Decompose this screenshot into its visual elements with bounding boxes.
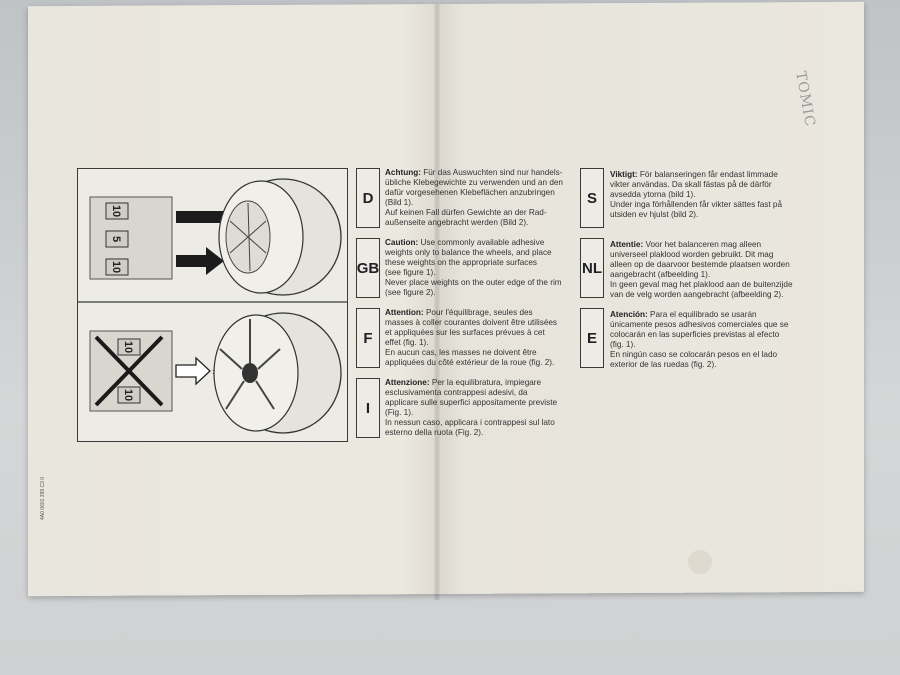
part-number: 4A0 0601 399 C3 0	[40, 476, 46, 520]
weight-label-4: 10	[122, 341, 134, 353]
weight-block-3	[105, 258, 129, 276]
weight-label-5: 10	[122, 389, 134, 401]
wheel-2-spoke	[219, 348, 243, 370]
paper-stain	[688, 550, 712, 574]
section-title: Attenzione:	[385, 378, 430, 387]
wheel-1-spoke	[229, 220, 267, 254]
lang-box-d: D	[356, 168, 380, 228]
text-es: Atención: Para el equilibrado se usarán …	[610, 310, 789, 369]
weight-block-5	[117, 386, 141, 404]
weight-block-2	[105, 230, 129, 248]
weight-block-4	[117, 338, 141, 356]
lang-box-e: E	[580, 308, 604, 368]
wheel-2-center-cap	[242, 363, 258, 383]
wheel-1-spoke	[247, 202, 251, 272]
section-title: Attention:	[385, 308, 424, 317]
section-title: Attentie:	[610, 240, 644, 249]
arrow-to-inner-rim-1	[176, 203, 256, 231]
section-title: Achtung:	[385, 168, 421, 177]
text-se: Viktigt: För balanseringen får endast li…	[610, 170, 783, 219]
arrow-to-inner-rim-2	[176, 247, 224, 275]
section-title: Atención:	[610, 310, 648, 319]
text-de: Achtung: Für das Auswuchten sind nur han…	[385, 168, 563, 227]
section-title: Caution:	[385, 238, 419, 247]
text-nl: Attentie: Voor het balanceren mag alleen…	[610, 240, 793, 299]
weight-label-3: 10	[110, 261, 122, 273]
weight-strip-panel	[89, 196, 173, 280]
cross-mark-line	[94, 335, 164, 407]
lang-box-i: I	[356, 378, 380, 438]
text-fr: Attention: Pour l'équilibrage, seules de…	[385, 308, 558, 367]
section-title: Viktigt:	[610, 170, 638, 179]
weight-label-1: 10	[110, 205, 122, 217]
sheet-fold	[434, 4, 440, 600]
text-it: Attenzione: Per la equilibratura, impieg…	[385, 378, 558, 437]
wheel-2-spoke	[225, 380, 245, 410]
wheel-2-spoke	[255, 380, 275, 410]
arrow-to-outer-rim	[175, 356, 211, 386]
text-gb: Caution: Use commonly available adhesive…	[385, 238, 562, 297]
wheel-2-spoke	[257, 348, 281, 370]
lang-box-gb: GB	[356, 238, 380, 298]
lang-box-s: S	[580, 168, 604, 228]
weight-block-1	[105, 202, 129, 220]
weight-label-2: 5	[110, 236, 122, 242]
wheel-figure: 10 5 10 10 10 ×	[77, 168, 348, 442]
wheel-illustration: 10 5 10 10 10 ×	[78, 178, 347, 434]
lang-box-nl: NL	[580, 238, 604, 298]
lang-box-f: F	[356, 308, 380, 368]
